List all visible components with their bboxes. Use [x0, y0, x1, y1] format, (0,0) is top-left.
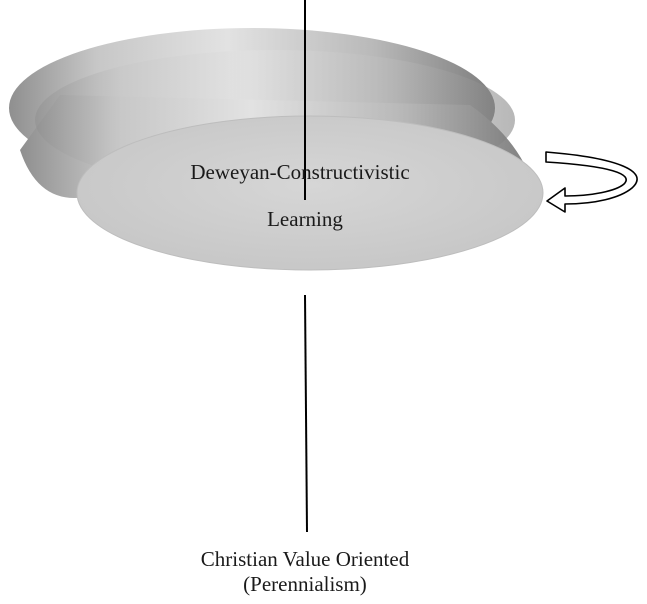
- axis-line-bottom: [304, 294, 308, 533]
- axis-bottom-label-line-1: Christian Value Oriented: [200, 547, 410, 571]
- disc-face: [76, 115, 544, 271]
- rotation-arrow-icon: [545, 151, 638, 213]
- disc-label-line-1: Deweyan-Constructivistic: [190, 160, 410, 184]
- axis-bottom-label-line-2: (Perennialism): [243, 572, 367, 596]
- disc-label-line-2: Learning: [267, 207, 343, 231]
- disc: [9, 28, 544, 271]
